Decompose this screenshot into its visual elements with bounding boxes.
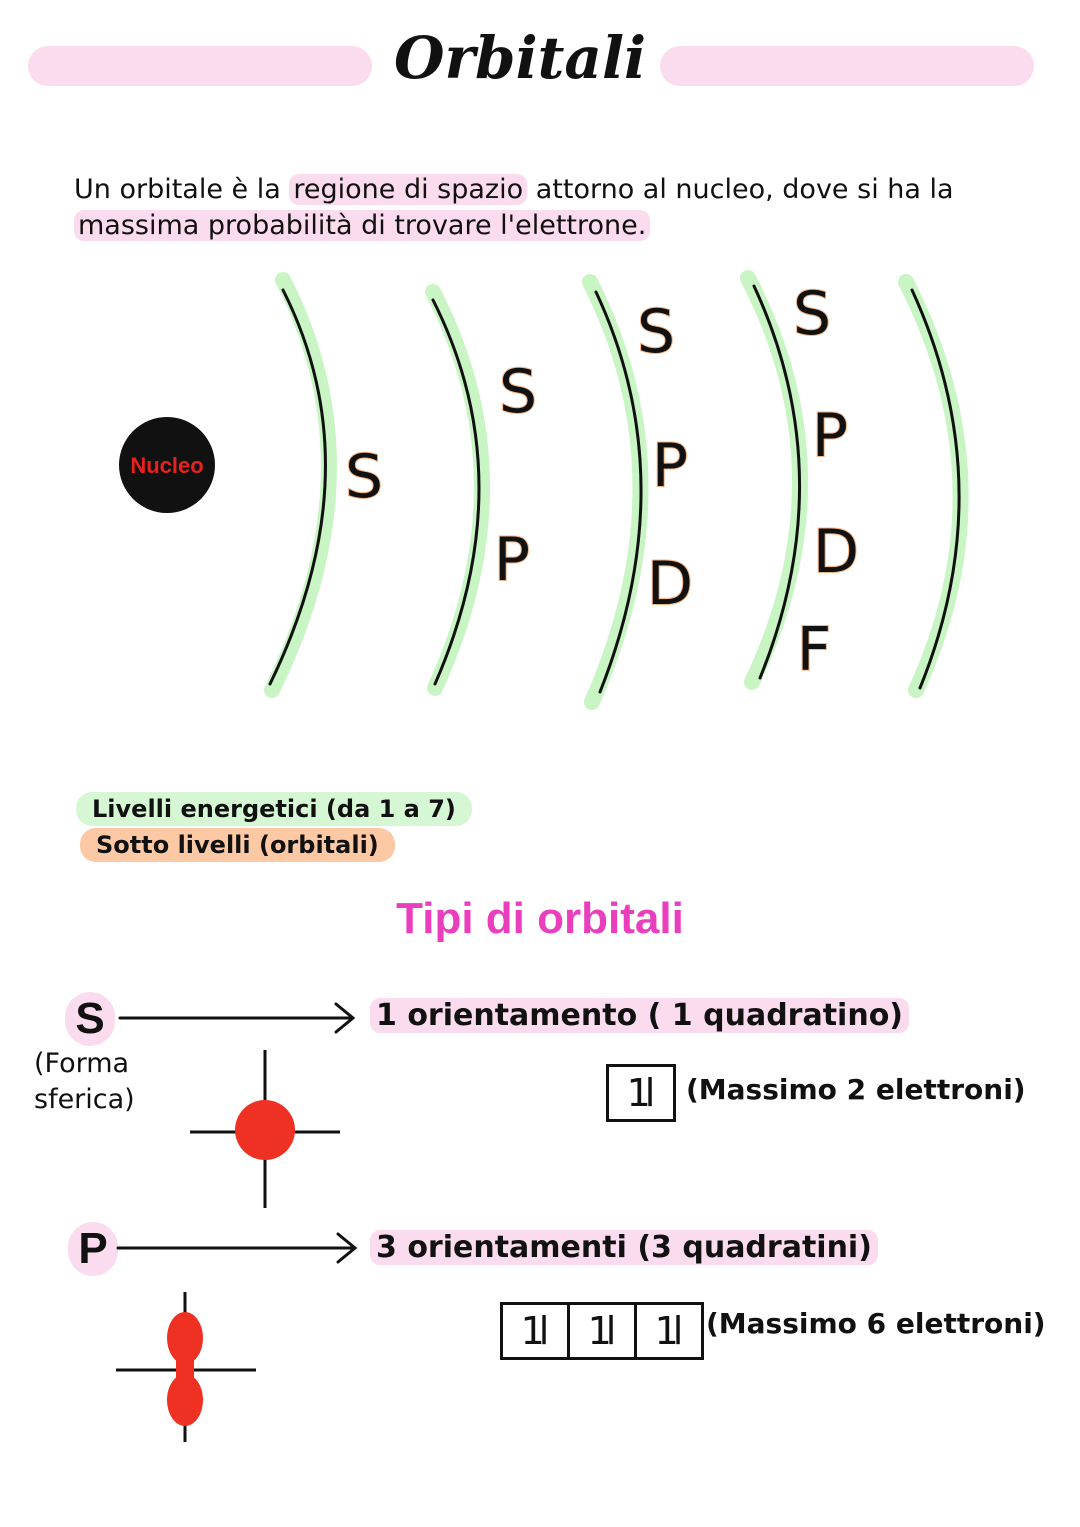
sublevel-4-p: P [812,401,848,471]
sublevel-2-p: P [494,525,530,595]
level-arc-3 [582,274,649,710]
electron-box: 1l [500,1302,570,1360]
legend-energy-levels: Livelli energetici (da 1 a 7) [76,792,472,826]
orbital-s-orientations: 1 orientamento ( 1 quadratino) [370,996,910,1036]
s-orbital-shape [190,1050,340,1208]
intro-part1: Un orbitale è la [74,174,290,205]
orbital-p-max: (Massimo 6 elettroni) [706,1307,1046,1340]
electron-box: 1l [606,1064,676,1122]
arrow-p [116,1232,358,1264]
level-arc-2 [425,284,490,696]
p-orbital-shape [116,1292,256,1442]
electron-box: 1l [637,1302,704,1360]
page-title: Orbitali [393,24,647,92]
sublevel-3-s: S [637,297,675,367]
orbital-s-letter: S [65,992,115,1046]
sublevel-1-s: S [345,442,383,512]
sublevel-4-d: D [813,517,859,587]
section-title: Tipi di orbitali [396,894,684,943]
nucleus: Nucleo [119,417,215,513]
intro-highlight-region: regione di spazio [289,174,528,205]
energy-levels-diagram: Nucleo S S P S P D S P D F [119,270,969,710]
intro-highlight-probability: massima probabilità di trovare l'elettro… [74,210,651,241]
arrow-s [118,1002,356,1034]
sublevel-4-f: F [797,615,832,685]
sublevel-3-d: D [647,549,693,619]
sublevel-4-s: S [793,279,831,349]
sublevel-2-s: S [499,357,537,427]
header-bar-right [660,46,1034,86]
orbital-s-max: (Massimo 2 elettroni) [686,1073,1026,1106]
nucleus-label: Nucleo [130,453,203,478]
orbital-p-orientations: 3 orientamenti (3 quadratini) [370,1228,878,1268]
level-arc-4 [740,270,808,690]
orbital-p-letter: P [68,1222,118,1276]
orbital-s-shape-label: (Forma sferica) [34,1048,135,1115]
intro-text: Un orbitale è la regione di spazio attor… [74,172,1034,244]
level-arc-5 [898,274,969,698]
header-bar-left [28,46,372,86]
electron-box: 1l [570,1302,637,1360]
sublevel-3-p: P [652,431,688,501]
legend-sublevels: Sotto livelli (orbitali) [80,828,395,862]
orbital-p-boxes: 1l 1l 1l [500,1302,704,1360]
intro-part2: attorno al nucleo, dove si ha la [527,174,954,205]
level-arc-1 [264,272,337,698]
orbital-s-boxes: 1l [606,1064,676,1122]
